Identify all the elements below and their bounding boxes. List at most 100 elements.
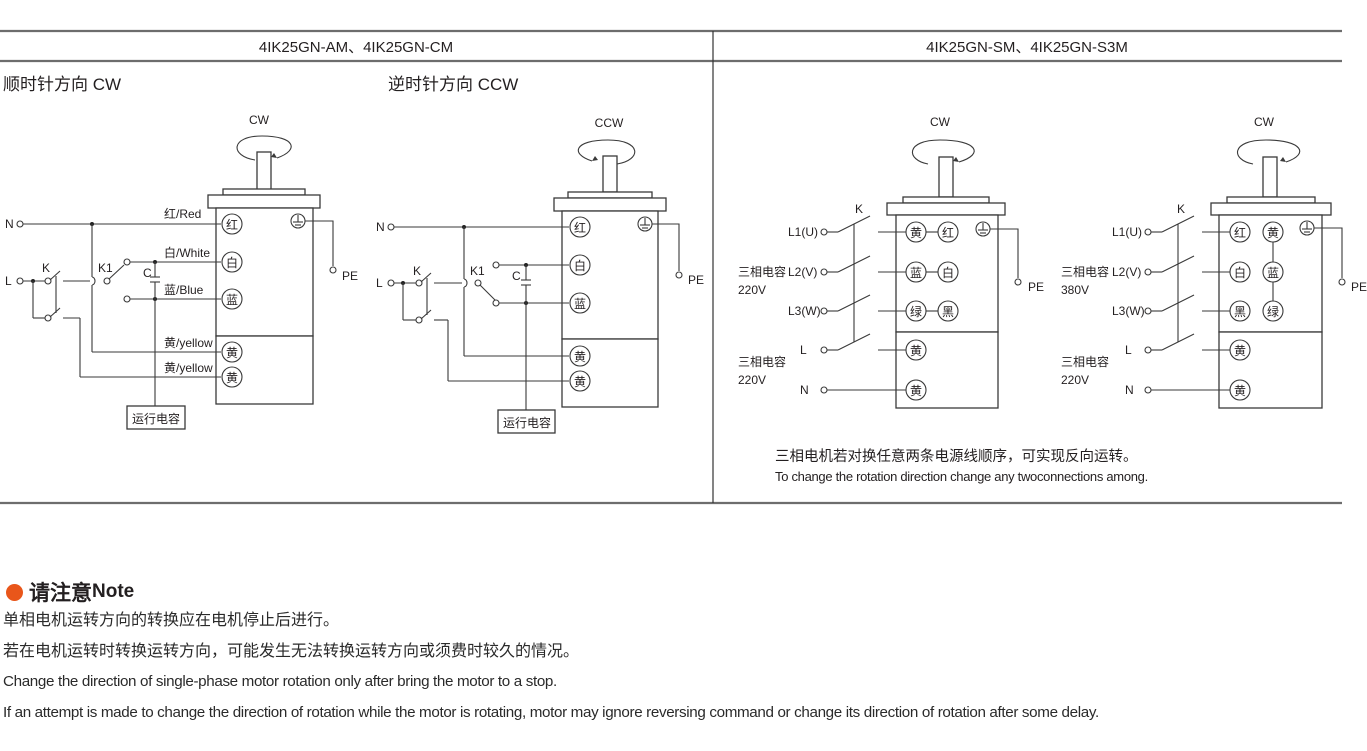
- diagram-label: 220V: [1061, 373, 1089, 387]
- diagram-label: PE: [688, 273, 704, 287]
- wire-label-white: 白/White: [164, 245, 210, 260]
- note-line-cn-1: 单相电机运转方向的转换应在电机停止后进行。: [3, 612, 340, 629]
- supply-n-terminal: [16, 220, 24, 228]
- terminal-row-5: 黄: [905, 379, 927, 401]
- terminal-node: [1262, 261, 1284, 283]
- diagram-label: 红: [574, 220, 586, 235]
- diagram-label: 黄: [226, 346, 238, 360]
- wire-label-yellow-1: 黄/yellow: [164, 336, 213, 350]
- diagram-label: 红: [226, 217, 238, 232]
- ccw-heading: 逆时针方向 CCW: [388, 75, 518, 94]
- terminal-node: [492, 261, 500, 269]
- motor-part: [1226, 196, 1316, 204]
- rotation-label: CW: [249, 113, 270, 127]
- diagram-label: 黄: [910, 384, 922, 398]
- terminal-node: [1144, 268, 1152, 276]
- motor-part: [553, 197, 667, 212]
- diagram-label: L: [376, 276, 383, 290]
- terminal-node: [905, 379, 927, 401]
- terminal-white: 白: [221, 251, 243, 273]
- right-column-title: 4IK25GN-SM、4IK25GN-S3M: [926, 39, 1128, 56]
- wire: [990, 228, 1019, 278]
- terminal-node: [387, 223, 395, 231]
- diagram-label: 绿: [910, 304, 922, 319]
- terminal-node: [221, 288, 243, 310]
- diagram-label: 220V: [738, 373, 766, 387]
- rotation-arrow-icon: [1236, 139, 1301, 165]
- diagram-label: 黄: [1234, 344, 1246, 358]
- arrowhead-icon: [592, 156, 598, 161]
- terminal-node: [1144, 307, 1152, 315]
- rotation-arrow-icon: [577, 139, 636, 165]
- terminal-node: [569, 345, 591, 367]
- terminal-node: [820, 386, 828, 394]
- terminal-row-2: 白 蓝: [1229, 261, 1284, 283]
- diagram-label: 黄: [910, 226, 922, 240]
- diagram-label: 红: [1234, 225, 1246, 240]
- diagram-label: K: [1177, 202, 1185, 216]
- terminal-red: 红: [569, 216, 591, 238]
- terminal-node: [103, 277, 111, 285]
- terminal-node: [569, 292, 591, 314]
- diagram-label: PE: [1351, 280, 1367, 294]
- wire: [108, 264, 125, 280]
- left-column-title: 4IK25GN-AM、4IK25GN-CM: [259, 39, 453, 56]
- supply-n-label: N: [5, 217, 14, 231]
- terminal-yellow-2: 黄: [569, 370, 591, 392]
- diagram-label: N: [1125, 383, 1134, 397]
- wire: [420, 272, 432, 283]
- motor-flange-top: [222, 188, 306, 196]
- motor-part: [602, 155, 618, 193]
- terminal-node: [1144, 386, 1152, 394]
- note-title-cn: 请注意: [29, 582, 92, 605]
- diagram-label: 380V: [1061, 283, 1089, 297]
- arrowhead-icon: [953, 157, 959, 162]
- diagram-label: 黄: [574, 350, 586, 364]
- arrowhead-icon: [271, 153, 277, 158]
- diagram-label: N: [800, 383, 809, 397]
- terminal-blue: 蓝: [569, 292, 591, 314]
- diagram-label: 白: [574, 258, 586, 273]
- note-line-en-2: If an attempt is made to change the dire…: [3, 703, 1099, 721]
- diagram-label: 红: [942, 225, 954, 240]
- diagram-label: 黄: [910, 344, 922, 358]
- diagram-label: L: [800, 343, 807, 357]
- supply-l-terminal: [16, 277, 24, 285]
- terminal-node: [820, 268, 828, 276]
- terminal-node: [221, 341, 243, 363]
- wire: [91, 276, 96, 286]
- terminal-node: [1144, 346, 1152, 354]
- ground-icon: [290, 213, 306, 229]
- motor-shaft: [256, 151, 272, 191]
- terminal-node: [387, 279, 395, 287]
- terminal-node: [569, 254, 591, 276]
- terminal-node: [1229, 339, 1251, 361]
- wire: [479, 284, 497, 302]
- ground-icon: [1299, 220, 1315, 236]
- single-phase-ccw-diagram: CCW N L K K1: [376, 116, 704, 434]
- diagram-label: 黑: [1234, 305, 1246, 319]
- diagram-label: 220V: [738, 283, 766, 297]
- wire-label-red: 红/Red: [164, 206, 201, 221]
- diagram-label: 蓝: [910, 266, 922, 280]
- three-phase-caption-en: To change the rotation direction change …: [775, 469, 1148, 484]
- diagram-label: L1(U): [788, 225, 818, 239]
- terminal-red: 红: [221, 213, 243, 235]
- terminal-yellow-1: 黄: [221, 341, 243, 363]
- terminal-node: [123, 258, 131, 266]
- terminal-node: [1229, 261, 1251, 283]
- terminal-node: [937, 261, 959, 283]
- diagram-label: L2(V): [788, 265, 817, 279]
- diagram-label: K: [413, 264, 421, 278]
- diagram-label: 三相电容: [1061, 354, 1109, 369]
- diagram-label: 蓝: [574, 297, 586, 311]
- wire: [49, 307, 61, 318]
- motor-part: [1262, 156, 1278, 198]
- diagram-label: C: [512, 269, 521, 283]
- terminal-node: [492, 299, 500, 307]
- diagram-label: L3(W): [1112, 304, 1145, 318]
- terminal-node: [1262, 221, 1284, 243]
- diagram-label: CW: [930, 115, 951, 129]
- note-line-cn-2: 若在电机运转时转换运转方向，可能发生无法转换运转方向或须费时较久的情况。: [3, 642, 580, 660]
- note-title-en: Note: [92, 581, 135, 602]
